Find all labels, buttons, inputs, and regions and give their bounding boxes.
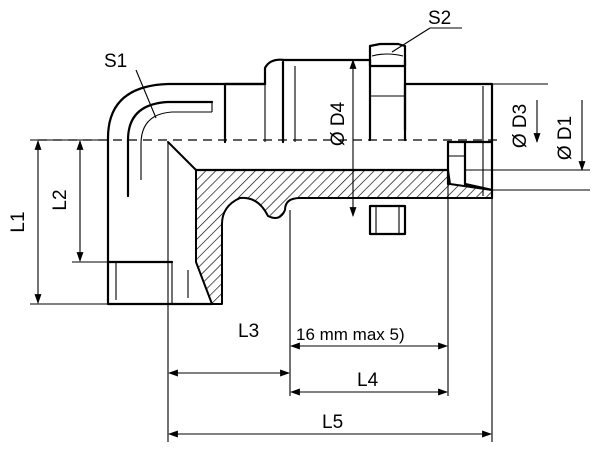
label-l5: L5 xyxy=(322,412,343,433)
dim-d1 xyxy=(465,100,590,191)
label-l4: L4 xyxy=(357,370,379,391)
dim-l2 xyxy=(72,140,108,263)
dim-l1 xyxy=(30,139,108,305)
label-l3: L3 xyxy=(238,321,259,342)
label-s2: S2 xyxy=(428,8,451,29)
label-l1: L1 xyxy=(8,211,29,232)
label-s1: S1 xyxy=(104,51,127,72)
label-d3: Ø D3 xyxy=(510,104,531,148)
dim-d3 xyxy=(492,83,548,143)
label-l2: L2 xyxy=(50,189,71,210)
label-d4: Ø D4 xyxy=(328,101,349,146)
lower-stud xyxy=(106,258,214,306)
nut-s2 xyxy=(368,42,407,236)
s1-leader xyxy=(135,69,157,119)
label-16mm-note: 16 mm max 5) xyxy=(296,325,405,344)
section-hatch xyxy=(167,140,494,305)
label-d1: Ø D1 xyxy=(555,116,576,160)
s2-leader xyxy=(391,27,431,53)
elbow-body xyxy=(106,58,372,262)
